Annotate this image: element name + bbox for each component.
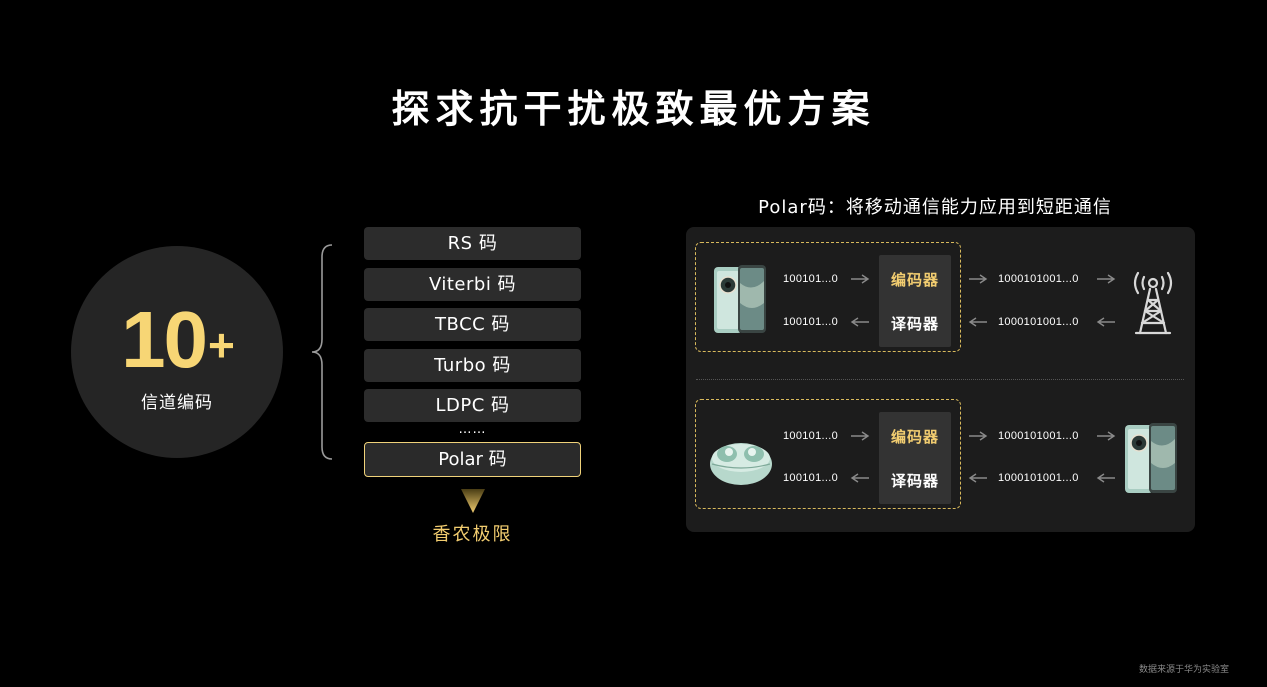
phone-image — [714, 265, 766, 333]
code-item-ldpc: LDPC 码 — [364, 389, 581, 422]
bits-input: 100101...0 — [783, 430, 838, 442]
arrow-left-icon — [968, 317, 987, 327]
encoder-label: 编码器 — [890, 271, 939, 289]
code-item-polar: Polar 码 — [364, 442, 581, 477]
code-list: RS 码 Viterbi 码 TBCC 码 Turbo 码 LDPC 码 — [364, 227, 582, 430]
count-number-value: 10 — [121, 295, 208, 384]
arrow-right-icon — [969, 274, 988, 284]
phone-image — [1125, 423, 1177, 493]
arrow-left-icon — [968, 473, 987, 483]
code-item-viterbi: Viterbi 码 — [364, 267, 581, 301]
brace-icon — [311, 244, 333, 460]
bits-encoded: 1000101001...0 — [998, 430, 1079, 442]
row-divider — [696, 379, 1184, 380]
code-item-rs: RS 码 — [364, 227, 581, 260]
code-item-turbo: Turbo 码 — [364, 348, 581, 382]
arrow-right-icon — [851, 274, 870, 284]
polar-diagram-panel: 100101...0 100101...0 编码器 译码器 1000101001… — [686, 227, 1195, 532]
bits-output: 100101...0 — [783, 316, 838, 328]
bits-received: 1000101001...0 — [998, 316, 1079, 328]
panel-title: Polar码：将移动通信能力应用到短距通信 — [758, 197, 1112, 218]
count-label: 信道编码 — [141, 393, 213, 413]
arrow-left-icon — [1096, 473, 1115, 483]
arrow-left-icon — [850, 473, 869, 483]
data-source-footnote: 数据来源于华为实验室 — [1138, 665, 1229, 675]
bits-output: 100101...0 — [783, 472, 838, 484]
page-title: 探求抗干扰极致最优方案 — [391, 87, 876, 131]
arrow-right-icon — [969, 431, 988, 441]
bits-input: 100101...0 — [783, 273, 838, 285]
codec-block: 编码器 译码器 — [879, 412, 951, 504]
decoder-label: 译码器 — [890, 315, 939, 333]
count-number: 10+ — [71, 294, 283, 386]
decoder-label: 译码器 — [890, 472, 939, 490]
bits-encoded: 1000101001...0 — [998, 273, 1079, 285]
arrow-left-icon — [1096, 317, 1115, 327]
channel-coding-count-circle: 10+ 信道编码 — [71, 246, 283, 458]
codec-block: 编码器 译码器 — [879, 255, 951, 347]
phone-codec-box — [695, 242, 961, 352]
down-arrow-icon — [461, 489, 485, 513]
arrow-right-icon — [1097, 431, 1116, 441]
earbuds-image — [710, 443, 772, 485]
code-item-tbcc: TBCC 码 — [364, 308, 581, 341]
bits-received: 1000101001...0 — [998, 472, 1079, 484]
earbuds-codec-box — [695, 399, 961, 509]
shannon-limit-label: 香农极限 — [432, 524, 513, 545]
arrow-right-icon — [1097, 274, 1116, 284]
arrow-left-icon — [850, 317, 869, 327]
count-plus: + — [208, 319, 235, 371]
encoder-label: 编码器 — [890, 428, 939, 446]
tower-icon — [1133, 271, 1173, 335]
arrow-right-icon — [851, 431, 870, 441]
code-list-ellipsis: …… — [458, 422, 487, 437]
